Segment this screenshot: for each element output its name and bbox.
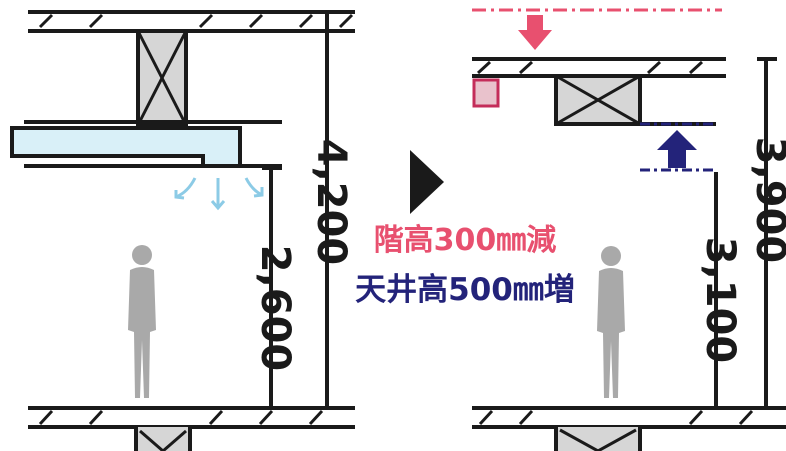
after-dimension-lines [714, 57, 777, 406]
before-floor-height-label: 4,200 [308, 139, 354, 266]
before-section: 4,200 2,600 [10, 10, 355, 451]
after-duct-indicator [472, 78, 500, 108]
play-arrow-icon [410, 150, 444, 214]
down-arrow-icon [518, 15, 552, 50]
after-floor-height-label: 3,900 [747, 137, 786, 264]
before-upper-beam [136, 29, 188, 127]
before-airflow-arrows [174, 177, 264, 211]
after-lower-slab [472, 406, 786, 451]
up-arrow-icon [657, 130, 697, 168]
after-reduction-marker [472, 8, 722, 50]
after-ceiling-height-label: 3,100 [697, 237, 743, 364]
before-air-duct [10, 120, 282, 168]
before-upper-slab [28, 10, 355, 33]
after-upper-slab [472, 57, 726, 108]
after-upper-beam [554, 74, 716, 126]
before-ceiling-height-label: 2,600 [252, 245, 298, 372]
ceiling-height-increase-label: 天井高500㎜増 [355, 272, 575, 308]
after-section: 3,900 3,100 [472, 8, 786, 451]
before-lower-slab [28, 406, 355, 451]
after-increase-marker [640, 122, 716, 172]
before-dimension-lines [262, 12, 329, 406]
after-person-icon [597, 246, 625, 398]
floor-height-reduction-label: 階高300㎜減 [374, 223, 557, 258]
before-person-icon [128, 245, 156, 398]
center-callout: 階高300㎜減 天井高500㎜増 [355, 150, 575, 308]
